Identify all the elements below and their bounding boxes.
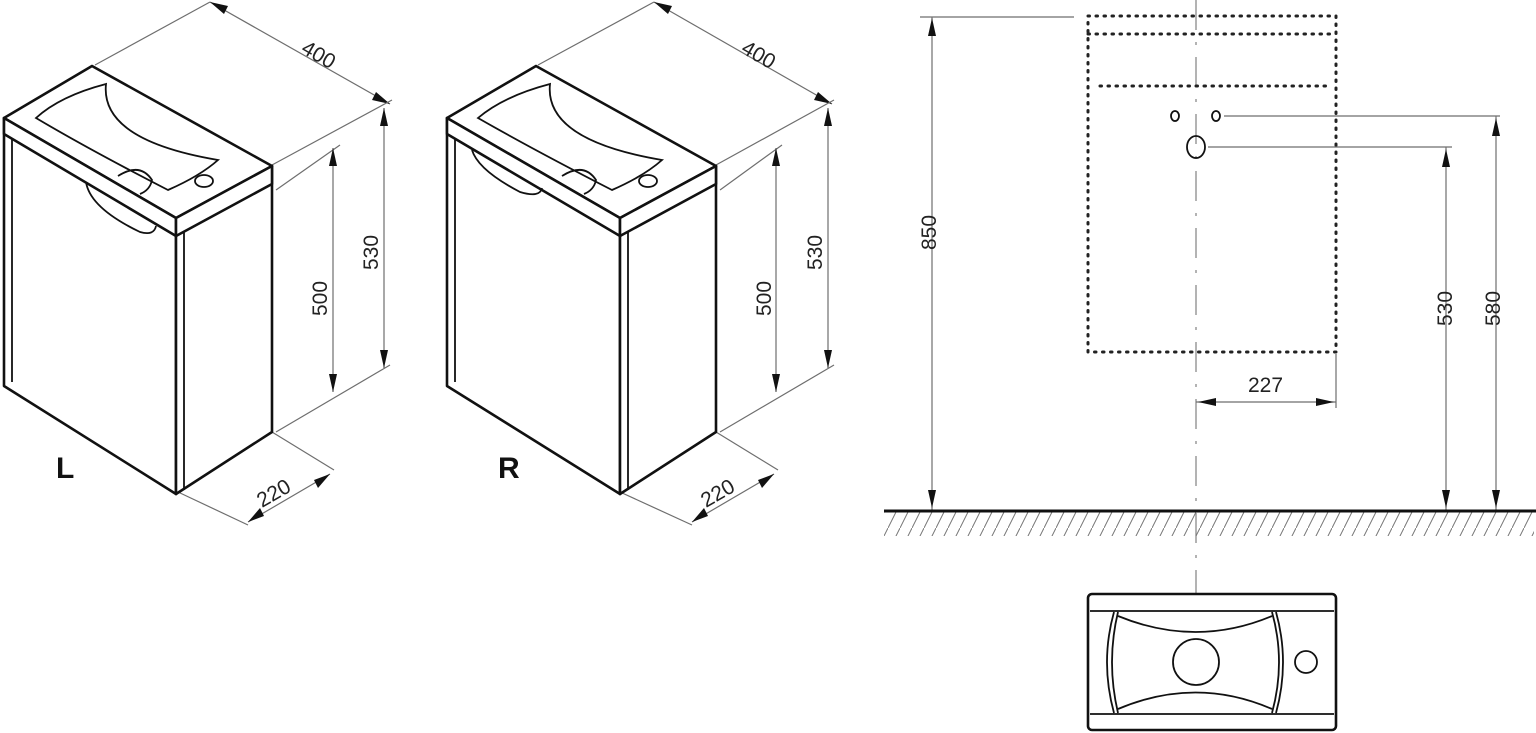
- tap-hole-circle: [1294, 650, 1318, 674]
- dimension-cabinet-height-label-left: 500: [309, 281, 332, 316]
- cabinet-right-variant: 400 530 500 220 R: [445, 1, 835, 526]
- dimension-supply-height-label: 580: [1482, 291, 1505, 326]
- floor-hatch: [884, 512, 1534, 536]
- dimension-depth-label-left: 220: [253, 475, 295, 512]
- variant-label-left: L: [56, 452, 74, 485]
- supply-hole-right: [1211, 110, 1221, 122]
- dimension-lines-left: [94, 1, 393, 526]
- dimension-total-height-label-left: 530: [360, 235, 383, 270]
- drain-hole: [1186, 135, 1206, 159]
- dimension-drain-offset-label: 227: [1248, 374, 1283, 397]
- dimension-width-label-right: 400: [738, 36, 780, 73]
- variant-label-right: R: [498, 452, 520, 485]
- dimension-total-height-label-right: 530: [804, 235, 827, 270]
- dimension-lines-right: [537, 1, 835, 526]
- dimension-width-label-left: 400: [298, 36, 340, 73]
- cabinet-body-right: [445, 64, 718, 496]
- dimension-cabinet-height-label-right: 500: [753, 281, 776, 316]
- top-view-basin: [1086, 592, 1338, 732]
- basin-drain-circle: [1172, 638, 1220, 686]
- cabinet-body-left: [2, 64, 274, 496]
- basin-bowl-left-edge: [1106, 611, 1115, 714]
- unit-outline-dotted: [1086, 14, 1338, 354]
- supply-hole-left: [1170, 110, 1180, 122]
- basin-outline: [1086, 592, 1338, 732]
- dimension-top-height-label: 850: [918, 215, 941, 250]
- front-elevation-view: 850 580 530 227: [884, 0, 1536, 600]
- cabinet-left-variant: 400 530 500 220 L: [2, 1, 393, 526]
- dimension-drain-height-label: 530: [1434, 291, 1457, 326]
- dimension-depth-label-right: 220: [697, 475, 739, 512]
